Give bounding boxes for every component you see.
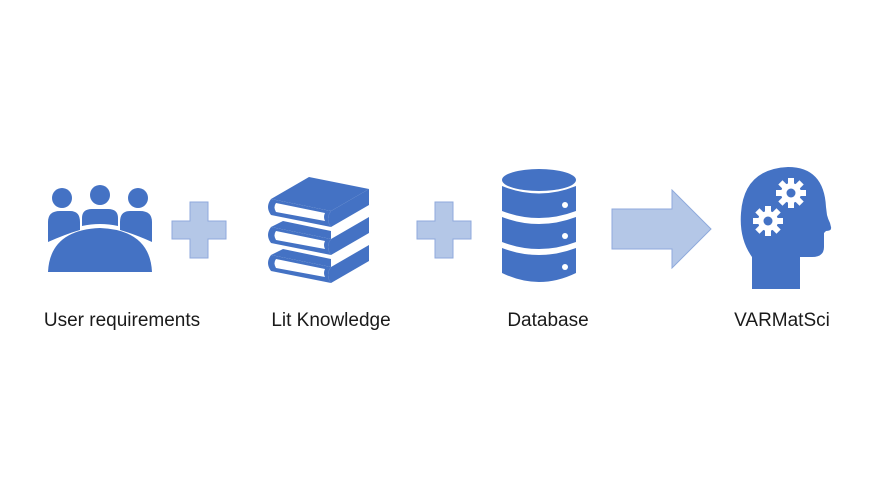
plus-icon <box>416 201 472 259</box>
step-label-user-requirements: User requirements <box>43 310 201 331</box>
database-icon <box>502 169 576 282</box>
stacked-books-icon <box>268 177 369 283</box>
group-users-icon <box>48 185 152 272</box>
step-label-database: Database <box>507 310 589 331</box>
arrow-right-icon <box>611 189 712 269</box>
head-gears-icon <box>740 167 832 289</box>
plus-icon <box>171 201 227 259</box>
step-label-lit-knowledge: Lit Knowledge <box>271 310 391 331</box>
step-label-varmatsci: VARMatSci <box>734 310 830 331</box>
